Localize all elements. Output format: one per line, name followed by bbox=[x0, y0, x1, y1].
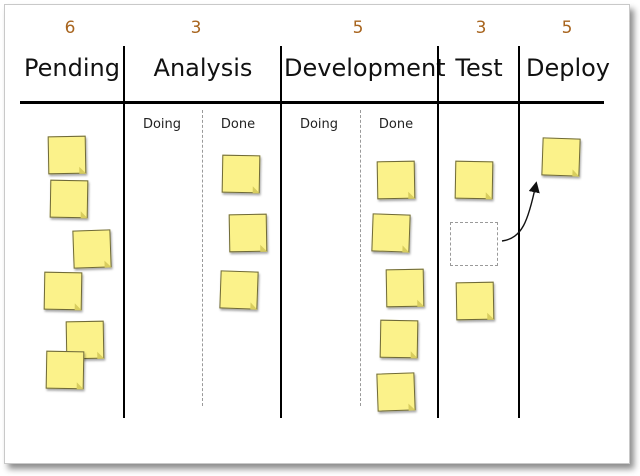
header-divider bbox=[20, 101, 604, 104]
card-development-done-3[interactable] bbox=[385, 268, 425, 308]
card-test-1[interactable] bbox=[454, 160, 494, 200]
column-title-deploy: Deploy bbox=[525, 54, 611, 82]
wip-limit-development: 5 bbox=[352, 18, 364, 38]
card-pending-2[interactable] bbox=[49, 179, 89, 219]
column-title-analysis: Analysis bbox=[153, 54, 253, 82]
column-title-development: Development bbox=[284, 54, 446, 82]
column-title-test: Test bbox=[455, 54, 503, 82]
card-deploy-1[interactable] bbox=[541, 137, 581, 177]
subcolumn-title-development-done: Done bbox=[378, 117, 414, 132]
wip-limit-test: 3 bbox=[475, 18, 487, 38]
card-pending-4[interactable] bbox=[43, 271, 83, 311]
card-development-done-5[interactable] bbox=[376, 372, 416, 412]
card-placeholder-test bbox=[450, 222, 498, 266]
card-test-2[interactable] bbox=[455, 281, 495, 321]
column-title-pending: Pending bbox=[24, 54, 120, 82]
wip-limit-deploy: 5 bbox=[561, 18, 573, 38]
wip-limit-analysis: 3 bbox=[190, 18, 202, 38]
card-pending-1[interactable] bbox=[47, 135, 87, 175]
subcolumn-divider-analysis bbox=[202, 110, 203, 406]
card-analysis-done-3[interactable] bbox=[219, 270, 259, 310]
card-analysis-done-2[interactable] bbox=[228, 213, 268, 253]
card-development-done-2[interactable] bbox=[371, 213, 411, 253]
column-divider-3 bbox=[437, 46, 439, 418]
subcolumn-title-development-doing: Doing bbox=[299, 117, 339, 132]
column-divider-2 bbox=[280, 46, 282, 418]
subcolumn-title-analysis-done: Done bbox=[220, 117, 256, 132]
card-pending-3[interactable] bbox=[72, 229, 112, 269]
card-development-done-1[interactable] bbox=[376, 160, 416, 200]
card-pending-6[interactable] bbox=[45, 350, 85, 390]
card-analysis-done-1[interactable] bbox=[221, 154, 261, 194]
subcolumn-title-analysis-doing: Doing bbox=[142, 117, 182, 132]
column-divider-1 bbox=[123, 46, 125, 418]
card-development-done-4[interactable] bbox=[379, 319, 419, 359]
column-divider-4 bbox=[518, 46, 520, 418]
wip-limit-pending: 6 bbox=[64, 18, 76, 38]
subcolumn-divider-development bbox=[360, 110, 361, 406]
